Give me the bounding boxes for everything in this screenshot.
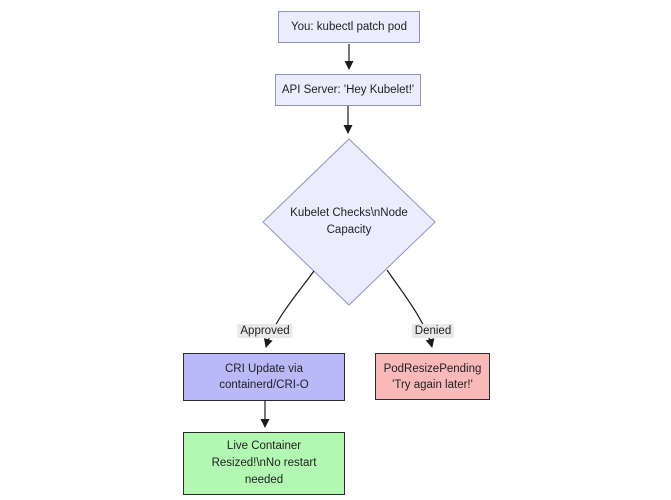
node-api-server-label: API Server: 'Hey Kubelet!' bbox=[281, 84, 415, 96]
edge-label-denied: Denied bbox=[411, 324, 455, 338]
edge-denied bbox=[386, 269, 435, 348]
node-user-action-label: You: kubectl patch pod bbox=[291, 21, 407, 33]
edge-approved bbox=[263, 270, 315, 348]
node-live-resized: Live Container Resized!\nNo restart need… bbox=[183, 432, 345, 495]
node-pod-resize-pending: PodResizePending 'Try again later!' bbox=[375, 353, 490, 400]
node-user-action: You: kubectl patch pod bbox=[278, 11, 420, 43]
node-api-server: API Server: 'Hey Kubelet!' bbox=[275, 74, 421, 106]
node-cri-update: CRI Update via containerd/CRI-O bbox=[183, 353, 345, 401]
edge-label-approved: Approved bbox=[237, 324, 293, 338]
decision-diamond-shape bbox=[262, 138, 436, 306]
